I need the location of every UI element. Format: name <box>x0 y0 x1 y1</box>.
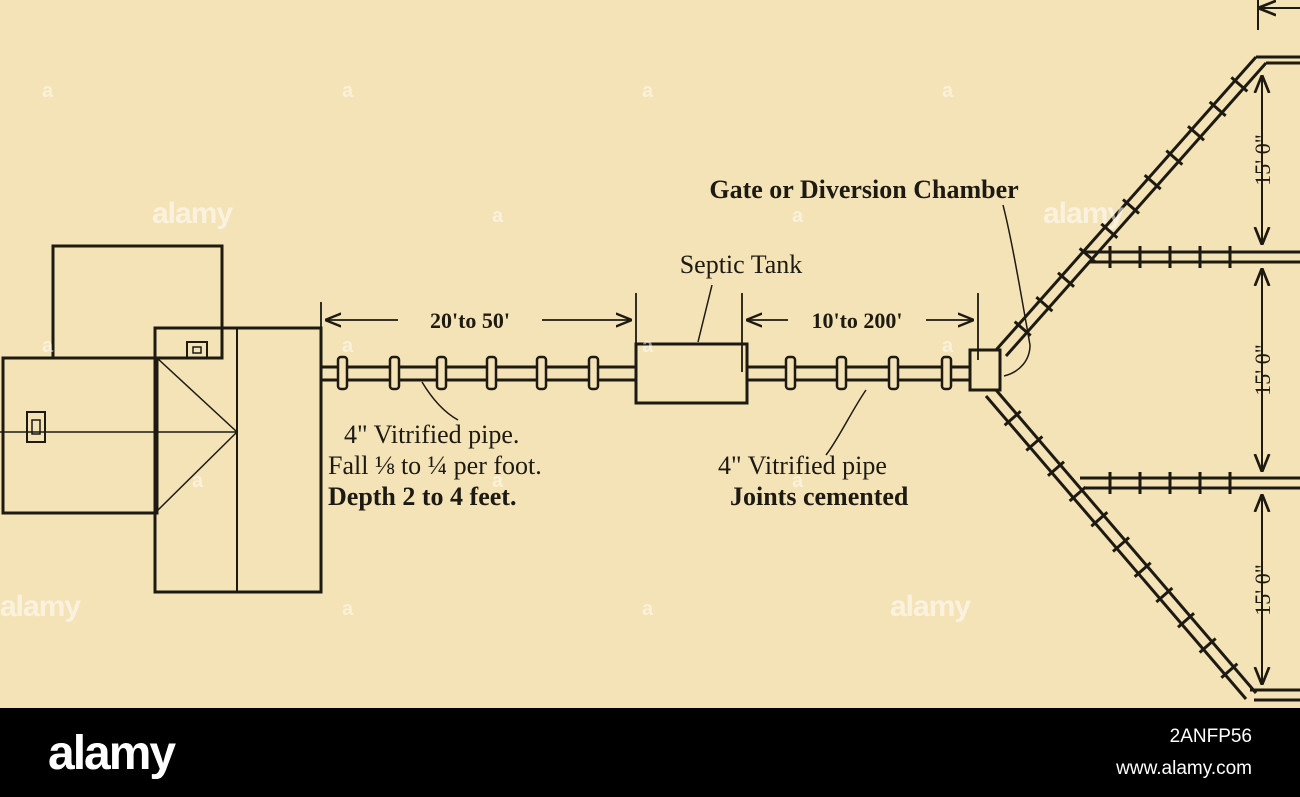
watermark-alamy: alamy <box>890 590 971 623</box>
leader-lines <box>421 204 1031 456</box>
watermark-a: a <box>792 205 804 227</box>
watermark-alamy: alamy <box>0 590 81 623</box>
pipe-joint <box>1133 561 1152 578</box>
diagram-paper: 15' 0" 15' 0" 15' 0" 20'to 50' 10'to 200… <box>0 0 1300 708</box>
pipe-joint <box>1230 76 1249 93</box>
pipe-joint <box>1208 100 1227 117</box>
pipe1-note-line3: Depth 2 to 4 feet. <box>328 482 516 511</box>
watermark-a: a <box>642 80 654 102</box>
pipe1-note-line1: 4" Vitrified pipe. <box>344 420 519 449</box>
footer-image-id: 2ANFP56 <box>1169 726 1252 747</box>
watermark-a: a <box>342 80 354 102</box>
pipe-joint <box>1165 149 1184 166</box>
pipe-joints <box>784 355 953 391</box>
pipe-joint <box>1143 173 1162 191</box>
pipe-joint <box>784 355 797 391</box>
pipe-joint <box>388 355 401 391</box>
pipe-joint <box>835 355 848 391</box>
watermark-a: a <box>42 335 54 357</box>
pipe-joint <box>485 355 498 391</box>
watermark-a: a <box>192 470 204 492</box>
pipe-joint <box>1078 247 1097 264</box>
pipe-joint <box>1047 460 1065 477</box>
spacing-label-3: 15' 0" <box>1250 564 1275 615</box>
pipe-joint <box>1187 125 1205 142</box>
house-plan <box>0 244 323 594</box>
watermark-a: a <box>342 335 354 357</box>
pipe-joint <box>1025 435 1044 452</box>
pipe-joint <box>1112 536 1130 553</box>
pipe2-note-line2: Joints cemented <box>730 482 909 511</box>
pipe-joint <box>1198 637 1217 654</box>
pipe-joint <box>1090 511 1109 528</box>
pipe-joint <box>587 355 600 391</box>
field-pipe-joints <box>1003 76 1249 679</box>
watermark-a: a <box>642 335 654 357</box>
length-label-house-to-tank: 20'to 50' <box>430 308 510 333</box>
label-septic-tank: Septic Tank <box>680 250 803 279</box>
footer-bar: alamy 2ANFP56 www.alamy.com <box>0 708 1300 797</box>
watermark-a: a <box>342 598 354 620</box>
watermark-alamy: alamy <box>152 197 233 230</box>
pipe-joint <box>1220 662 1239 679</box>
diversion-chamber <box>968 348 1002 392</box>
pipe-joint <box>940 355 953 391</box>
pipe-joints <box>336 355 600 391</box>
watermark-a: a <box>642 598 654 620</box>
watermark-a: a <box>42 80 54 102</box>
footer-url: www.alamy.com <box>1116 758 1252 779</box>
length-dimensions <box>320 293 979 372</box>
tank-outlet-pipe <box>747 365 970 382</box>
pipe-joint <box>435 355 448 391</box>
pipe2-note-line1: 4" Vitrified pipe <box>718 451 887 480</box>
spacing-label-2: 15' 0" <box>1250 344 1275 395</box>
pipe-joint <box>336 355 349 391</box>
watermark-a: a <box>942 335 954 357</box>
pipe-joint <box>887 355 900 391</box>
label-gate-chamber: Gate or Diversion Chamber <box>709 175 1018 204</box>
pipe-joint <box>1177 612 1195 629</box>
house-sewer-pipe <box>321 365 636 382</box>
septic-system-diagram: 15' 0" 15' 0" 15' 0" 20'to 50' 10'to 200… <box>0 0 1300 702</box>
pipe-joint <box>1035 296 1054 313</box>
watermark-a: a <box>492 470 504 492</box>
footer-logo: alamy <box>48 727 176 780</box>
pipe-joint <box>1068 485 1087 503</box>
pipe-joint <box>1155 586 1174 604</box>
watermark-a: a <box>492 205 504 227</box>
pipe-joint <box>1057 271 1075 288</box>
pipe-joint <box>1003 410 1022 427</box>
spacing-label-1: 15' 0" <box>1250 134 1275 185</box>
pipe-joint <box>1122 198 1140 215</box>
pipe-joint <box>1100 222 1119 240</box>
pipe1-note-line2: Fall ⅛ to ¼ per foot. <box>328 451 542 480</box>
watermark-a: a <box>792 470 804 492</box>
pipe-joint <box>535 355 548 391</box>
watermark-alamy: alamy <box>1043 197 1124 230</box>
length-label-tank-to-chamber: 10'to 200' <box>811 308 902 333</box>
watermark-a: a <box>942 80 954 102</box>
septic-tank <box>634 342 749 405</box>
